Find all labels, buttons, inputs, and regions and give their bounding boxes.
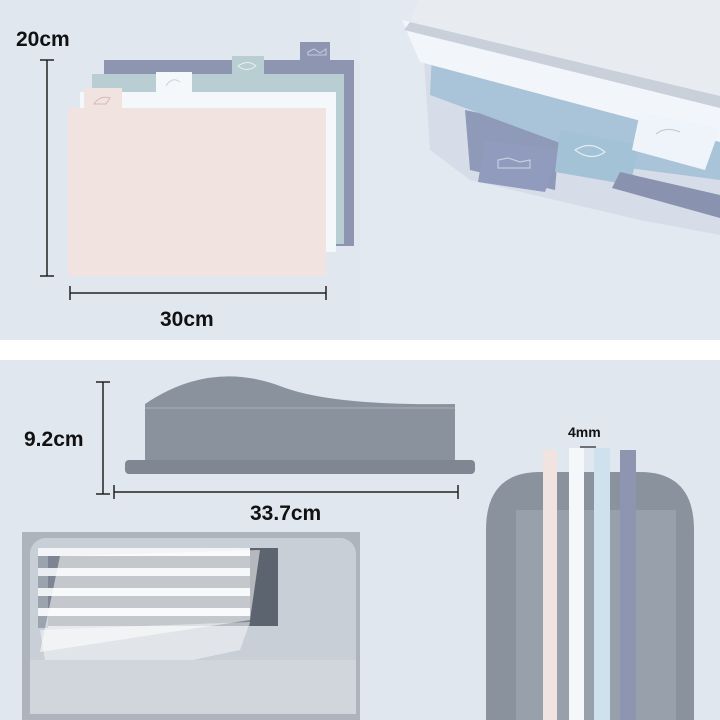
stand-length-label: 33.7cm <box>250 502 322 525</box>
shrimp-icon <box>165 79 181 87</box>
width-dimension-line <box>69 286 327 300</box>
boards-illustration <box>40 0 720 340</box>
board-holder <box>486 448 694 720</box>
top-panel: 20cm 30cm <box>0 0 720 340</box>
board-pink <box>68 88 326 276</box>
meat-icon <box>307 48 327 56</box>
tabs-closeup <box>360 0 720 340</box>
stand-side-view <box>125 376 475 474</box>
fish-icon <box>573 144 606 158</box>
fish-icon <box>237 62 257 70</box>
board-height-label: 20cm <box>16 28 70 51</box>
meat-icon <box>497 157 531 169</box>
chicken-icon <box>93 96 111 105</box>
stand-height-line <box>96 381 110 495</box>
stand-illustration <box>22 376 694 720</box>
stand-height-label: 9.2cm <box>24 428 84 451</box>
panel-divider <box>0 340 720 360</box>
board-width-label: 30cm <box>160 308 214 331</box>
bottom-panel: 9.2cm 33.7cm 4mm <box>0 360 720 720</box>
stand-length-line <box>113 485 459 499</box>
shrimp-icon <box>655 128 681 135</box>
height-dimension-line <box>40 59 54 277</box>
board-gap-label: 4mm <box>568 424 601 440</box>
drain-closeup <box>22 532 360 720</box>
